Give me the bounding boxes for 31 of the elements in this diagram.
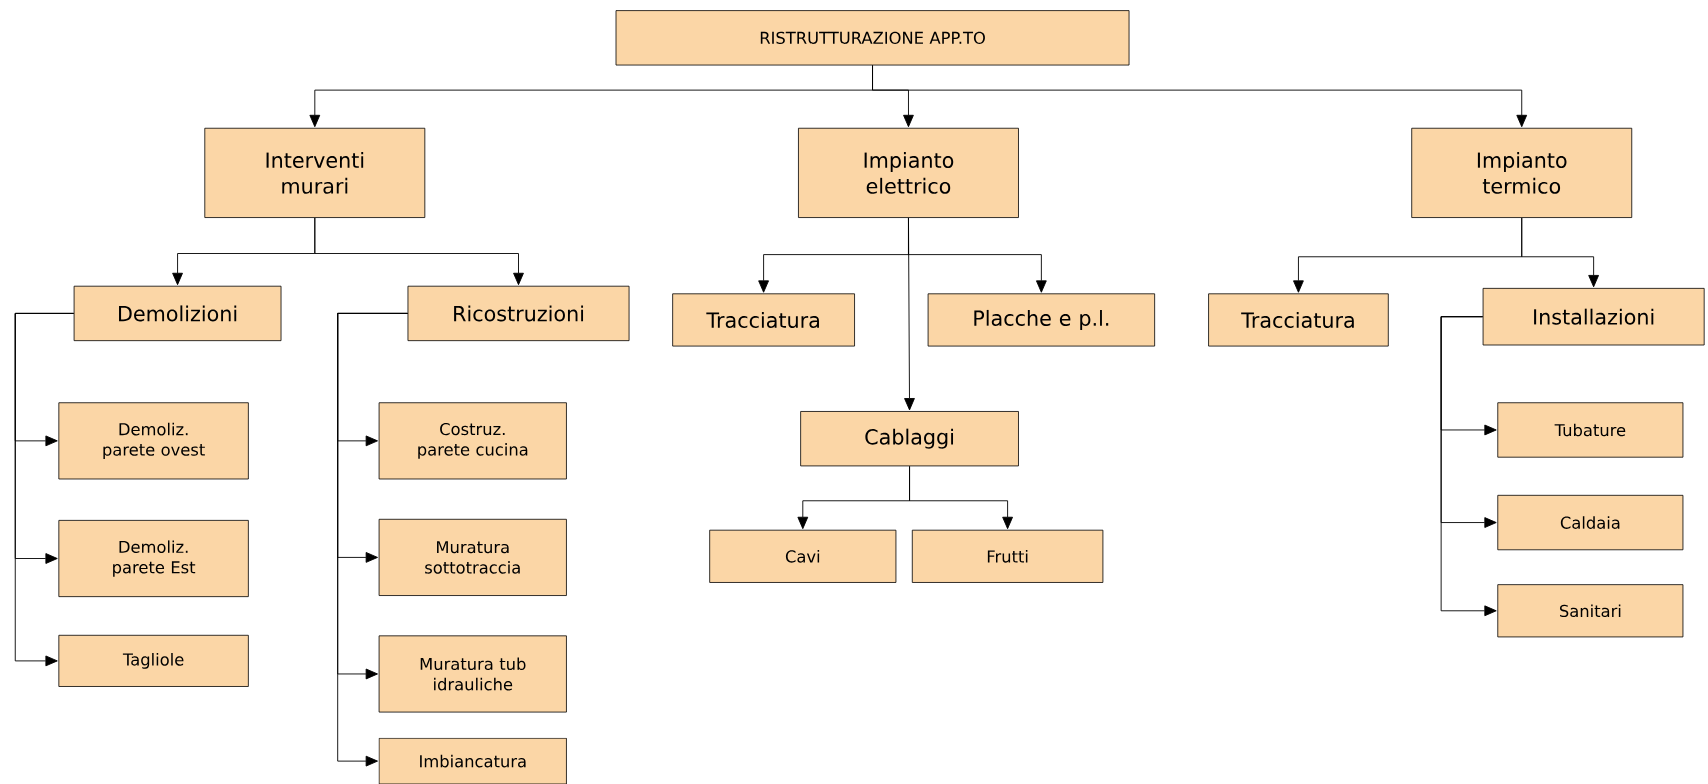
task-box: Costruz. parete cucina xyxy=(378,402,567,480)
task-box: Cablaggi xyxy=(800,411,1019,467)
task-box: Tagliole xyxy=(58,634,249,687)
task-box: Demolizioni xyxy=(73,285,282,342)
root-box: RISTRUTTURAZIONE APP.TO xyxy=(615,10,1130,66)
arrow xyxy=(872,65,1528,128)
task-box: Installazioni xyxy=(1482,287,1705,346)
task-box: Cavi xyxy=(709,529,897,583)
task-box: Tubature xyxy=(1497,402,1684,458)
arrow xyxy=(14,312,75,667)
arrow xyxy=(1521,217,1599,288)
task-box: Tracciatura xyxy=(672,293,855,347)
task-box: Muratura sottotraccia xyxy=(378,518,567,596)
task-box: Sanitari xyxy=(1497,584,1684,638)
task-box: Muratura tub idrauliche xyxy=(378,635,567,713)
arrow xyxy=(337,312,408,767)
task-box: Demoliz. parete ovest xyxy=(58,402,249,480)
task-box: Imbiancatura xyxy=(378,737,567,784)
task-box: Impianto termico xyxy=(1411,127,1633,218)
task-box: Interventi murari xyxy=(204,127,426,218)
arrow xyxy=(314,217,524,286)
task-box: Frutti xyxy=(911,529,1104,583)
arrow xyxy=(904,217,915,411)
arrow xyxy=(1440,316,1497,617)
task-box: Demoliz. parete Est xyxy=(58,520,249,598)
task-box: Caldaia xyxy=(1497,494,1684,551)
task-box: Placche e p.l. xyxy=(927,293,1156,347)
task-box: Tracciatura xyxy=(1208,293,1389,347)
task-box: Impianto elettrico xyxy=(798,127,1019,218)
arrow xyxy=(909,465,1013,530)
task-box: Ricostruzioni xyxy=(407,285,630,342)
